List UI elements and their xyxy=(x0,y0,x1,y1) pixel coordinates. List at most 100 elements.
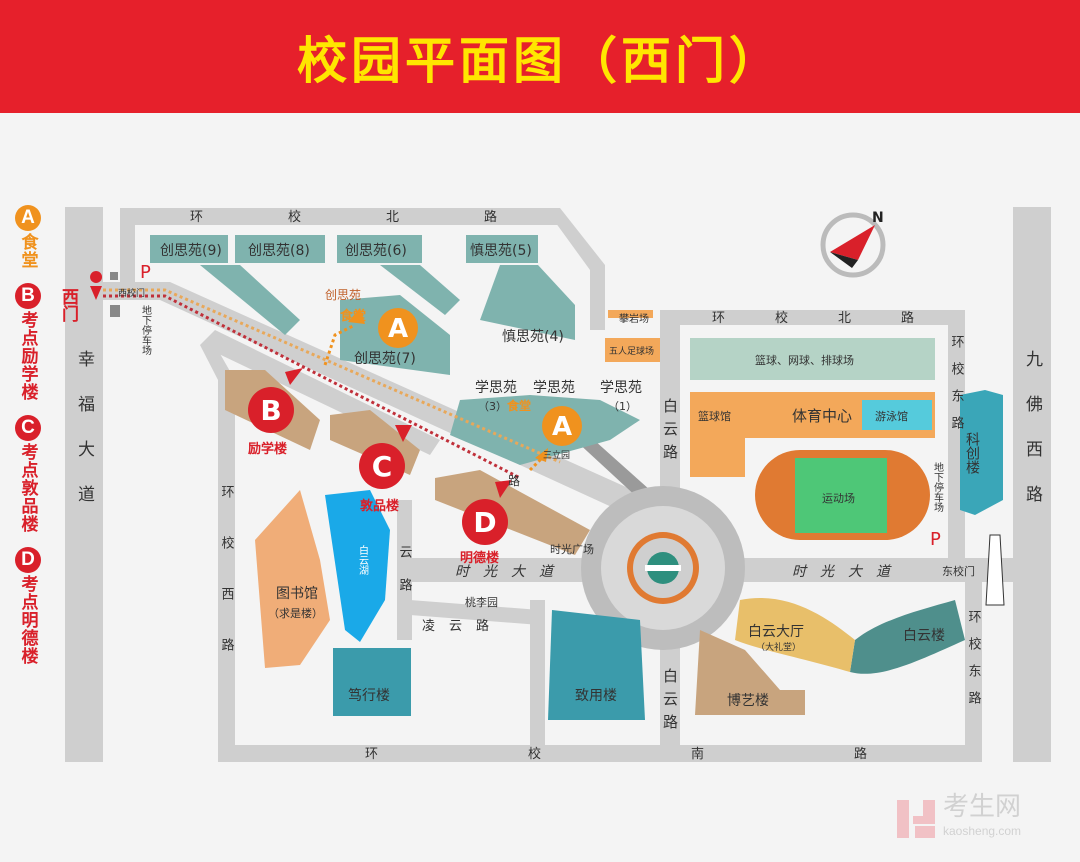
marker-c-dunpin[interactable]: C xyxy=(359,443,405,489)
label-field: 运动场 xyxy=(822,491,855,505)
road-west xyxy=(218,375,235,762)
svg-text:C: C xyxy=(372,450,393,483)
east-gate-monument xyxy=(985,534,1005,606)
fountain-bar xyxy=(645,565,681,571)
route-canteen xyxy=(103,288,561,464)
label-hall: 白云大厅 xyxy=(748,624,804,640)
label-lake: 白云湖 xyxy=(357,544,369,576)
building-cs9-wing xyxy=(200,265,300,335)
label-road-east-2: 环校东路 xyxy=(949,335,965,443)
marker-a-icon: A xyxy=(15,205,41,231)
watermark-logo-icon xyxy=(897,800,935,838)
page-title: 校园平面图（西门） xyxy=(297,31,783,90)
arrow-a-icon xyxy=(348,308,365,324)
field xyxy=(795,458,887,533)
building-baiyunlou xyxy=(850,600,965,674)
road-west-top xyxy=(120,208,135,298)
label-courts: 篮球、网球、排球场 xyxy=(755,353,854,367)
road-service xyxy=(575,432,650,500)
label-road-north-2: 环校北路 xyxy=(712,310,964,326)
label-parking-west: 地下停车场 xyxy=(140,304,152,356)
watermark-en: kaosheng.com xyxy=(943,824,1022,838)
label-library: 图书馆 xyxy=(276,586,318,602)
legend-item-canteen: A 食堂 xyxy=(6,205,50,269)
building-boyi xyxy=(695,630,805,715)
svg-text:A: A xyxy=(388,314,408,344)
legend: A 食堂 B 考点励学楼 C 考点敦品楼 D 考点明德楼 xyxy=(6,205,50,679)
marker-a-canteen-2[interactable]: A xyxy=(542,406,582,446)
legend-label: 食堂 xyxy=(17,233,38,269)
building-mingde xyxy=(435,470,590,555)
label-road-north: 环校北路 xyxy=(190,209,582,225)
lake-baiyun xyxy=(325,490,390,642)
road-jiufo xyxy=(1013,207,1051,762)
compass-icon: N xyxy=(820,210,886,278)
label-sports-center: 体育中心 xyxy=(792,407,852,425)
label-lixue: 励学楼 xyxy=(248,441,287,457)
label-west-small-gate: 西校门 xyxy=(118,287,145,299)
label-road-xingfu: 幸福大道 xyxy=(74,350,95,530)
label-football: 五人足球场 xyxy=(609,345,654,357)
label-basketball: 篮球馆 xyxy=(698,409,731,423)
label-xs1-num: （1） xyxy=(608,400,637,413)
gate-post xyxy=(110,305,120,317)
label-road-south: 环校南路 xyxy=(365,746,1017,762)
label-xs2: 学思苑 xyxy=(533,380,575,396)
road-lingyun xyxy=(410,600,540,625)
label-road-jiufo: 九佛西路 xyxy=(1022,350,1043,530)
svg-text:A: A xyxy=(552,412,572,442)
marker-c-icon: C xyxy=(15,415,41,441)
label-road-diagonal: 路 xyxy=(508,473,520,488)
road-baiyun-west xyxy=(397,500,412,640)
label-canteen: 食堂 xyxy=(340,308,366,324)
label-cs6: 创思苑(6) xyxy=(345,243,407,259)
label-library-sub: （求是楼） xyxy=(268,606,323,620)
building-zhiyong xyxy=(548,610,645,720)
label-west-gate: 西门 xyxy=(58,288,79,323)
label-road-shiguang-2: 时光大道 xyxy=(792,564,904,580)
building-kechuang xyxy=(960,390,1003,515)
label-east-gate: 东校门 xyxy=(942,564,975,578)
arrow-b-icon xyxy=(285,368,303,385)
marker-d-mingde[interactable]: D xyxy=(462,499,508,545)
label-sz4: 慎思苑(4) xyxy=(502,329,564,345)
parking-icon: P xyxy=(140,262,151,283)
courts xyxy=(690,338,935,380)
watermark: 考生网 kaosheng.com xyxy=(895,792,1022,843)
road-north-bend xyxy=(545,208,605,330)
label-cs8: 创思苑(8) xyxy=(248,243,310,259)
parking-icon-east: P xyxy=(930,529,941,550)
building-cs8 xyxy=(235,235,325,263)
label-xs3: 学思苑 xyxy=(475,380,517,396)
legend-label: 考点励学楼 xyxy=(17,311,38,401)
building-cs6 xyxy=(337,235,422,263)
watermark-cn: 考生网 xyxy=(943,792,1022,822)
label-road-shiguang: 时光大道 xyxy=(455,564,567,580)
road-north xyxy=(120,208,560,225)
svg-text:N: N xyxy=(872,210,884,226)
road-north-2 xyxy=(660,310,965,325)
road-xingfu xyxy=(65,207,103,762)
label-kechuang: 科创楼 xyxy=(964,432,980,474)
legend-label: 考点敦品楼 xyxy=(17,443,38,533)
marker-b-lixue[interactable]: B xyxy=(248,387,294,433)
label-taoli: 桃李园 xyxy=(465,595,498,609)
building-hall xyxy=(735,598,855,672)
label-road-baiyun: 白云路 xyxy=(661,398,679,467)
marker-a-canteen[interactable]: A xyxy=(378,308,418,348)
building-cs6-wing xyxy=(380,265,460,315)
road-minor xyxy=(530,600,545,745)
road-south xyxy=(218,745,982,762)
swimming-pool xyxy=(862,400,932,430)
label-road-east: 环校东路 xyxy=(966,610,982,718)
label-xs3-num: （3） xyxy=(478,400,507,413)
route-canteen-a xyxy=(323,323,356,366)
label-boyi: 博艺楼 xyxy=(727,692,769,709)
building-duxing xyxy=(333,648,411,716)
basketball-hall xyxy=(690,392,745,477)
marker-d-icon: D xyxy=(15,547,41,573)
label-road-west: 环校西路 xyxy=(219,485,235,689)
arrow-d-icon xyxy=(495,480,512,498)
header-bar: 校园平面图（西门） xyxy=(0,0,1080,113)
building-sz4 xyxy=(480,265,575,340)
